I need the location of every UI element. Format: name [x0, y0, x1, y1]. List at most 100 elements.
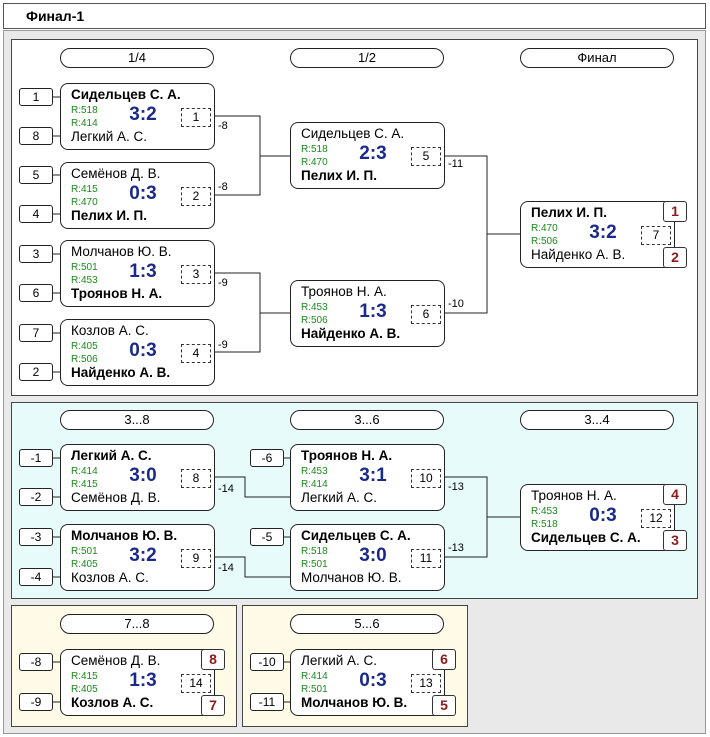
loser-destination: -9 [218, 277, 228, 289]
rating-top: R:501 [71, 262, 98, 273]
rating-top: R:518 [301, 144, 328, 155]
match-number: 13 [411, 674, 441, 693]
player-top: Пелих И. П. [531, 205, 608, 220]
player-top: Сидельцев С. А. [301, 528, 411, 543]
player-bottom: Козлов А. С. [71, 570, 149, 585]
loser-destination: -8 [218, 120, 228, 132]
match-card[interactable]: Семёнов Д. В. R:415 R:470 0:3 2 Пелих И.… [60, 162, 215, 229]
match-number: 7 [641, 226, 671, 245]
rating-top: R:415 [71, 671, 98, 682]
match-number: 10 [411, 469, 441, 488]
match-number: 4 [181, 344, 211, 363]
rating-top: R:414 [71, 466, 98, 477]
window-title-bar: Финал-1 [3, 3, 706, 29]
rating-bottom: R:405 [71, 684, 98, 695]
loser-destination: -13 [448, 481, 464, 493]
rating-bottom: R:453 [71, 275, 98, 286]
match-card[interactable]: Семёнов Д. В. R:415 R:405 1:3 14 Козлов … [60, 649, 215, 716]
match-card[interactable]: Троянов Н. А. R:453 R:518 0:3 12 Сидельц… [520, 484, 675, 551]
rating-bottom: R:414 [71, 118, 98, 129]
match-card[interactable]: Сидельцев С. А. R:518 R:414 3:2 1 Легкий… [60, 83, 215, 150]
match-card[interactable]: Легкий А. С. R:414 R:501 0:3 13 Молчанов… [290, 649, 445, 716]
player-top: Молчанов Ю. В. [71, 528, 178, 543]
loser-destination: -14 [218, 483, 234, 495]
match-number: 9 [181, 549, 211, 568]
place-badge: 2 [663, 247, 687, 268]
match-number: 12 [641, 509, 671, 528]
match-card[interactable]: Троянов Н. А. R:453 R:506 1:3 6 Найденко… [290, 280, 445, 347]
match-card[interactable]: Сидельцев С. А. R:518 R:501 3:0 11 Молча… [290, 524, 445, 591]
rating-bottom: R:501 [301, 559, 328, 570]
loser-destination: -11 [448, 158, 464, 170]
player-bottom: Легкий А. С. [71, 129, 148, 144]
place-badge: 3 [663, 530, 687, 551]
loser-seed-box: -5 [250, 528, 284, 546]
loser-seed-box: -8 [19, 653, 53, 671]
match-number: 3 [181, 265, 211, 284]
player-top: Троянов Н. А. [531, 488, 617, 503]
match-card[interactable]: Легкий А. С. R:414 R:415 3:0 8 Семёнов Д… [60, 444, 215, 511]
rating-top: R:518 [301, 546, 328, 557]
match-score: 1:3 [129, 261, 157, 282]
match-number: 14 [181, 674, 211, 693]
player-top: Сидельцев С. А. [301, 126, 405, 141]
match-card[interactable]: Козлов А. С. R:405 R:506 0:3 4 Найденко … [60, 319, 215, 386]
match-score: 0:3 [129, 340, 157, 361]
rating-top: R:470 [531, 223, 558, 234]
rating-top: R:453 [301, 302, 328, 313]
match-card-final[interactable]: Пелих И. П. R:470 R:506 3:2 7 Найденко А… [520, 201, 675, 268]
player-top: Семёнов Д. В. [71, 653, 161, 668]
seed-box: 6 [19, 284, 53, 302]
rating-top: R:414 [301, 671, 328, 682]
player-bottom: Пелих И. П. [71, 208, 148, 223]
match-score: 2:3 [359, 143, 387, 164]
match-score: 3:0 [359, 545, 387, 566]
player-bottom: Найденко А. В. [71, 365, 171, 380]
match-score: 3:2 [129, 545, 157, 566]
loser-seed-box: -9 [19, 693, 53, 711]
round-label-3-4: 3...4 [520, 410, 674, 430]
player-top: Легкий А. С. [301, 653, 378, 668]
player-bottom: Сидельцев С. А. [531, 530, 641, 545]
player-bottom: Легкий А. С. [301, 490, 378, 505]
player-top: Молчанов Ю. В. [71, 244, 172, 259]
match-card[interactable]: Молчанов Ю. В. R:501 R:453 1:3 3 Троянов… [60, 240, 215, 307]
loser-seed-box: -10 [250, 653, 284, 671]
loser-destination: -9 [218, 339, 228, 351]
player-bottom: Молчанов Ю. В. [301, 570, 402, 585]
seed-box: 5 [19, 166, 53, 184]
seed-box: 2 [19, 363, 53, 381]
player-bottom: Троянов Н. А. [71, 286, 163, 301]
player-top: Козлов А. С. [71, 323, 149, 338]
seed-box: 1 [19, 88, 53, 106]
rating-bottom: R:506 [71, 354, 98, 365]
loser-seed-box: -6 [250, 449, 284, 467]
match-card[interactable]: Молчанов Ю. В. R:501 R:405 3:2 9 Козлов … [60, 524, 215, 591]
player-top: Сидельцев С. А. [71, 87, 181, 102]
rating-top: R:415 [71, 184, 98, 195]
round-label-semifinal: 1/2 [290, 48, 444, 68]
player-top: Троянов Н. А. [301, 448, 393, 463]
match-score: 0:3 [589, 505, 617, 526]
match-number: 11 [411, 549, 441, 568]
match-number: 2 [181, 187, 211, 206]
place-badge: 6 [432, 649, 456, 670]
seed-box: 4 [19, 205, 53, 223]
rating-top: R:453 [531, 506, 558, 517]
match-number: 6 [411, 305, 441, 324]
player-bottom: Семёнов Д. В. [71, 490, 161, 505]
player-bottom: Пелих И. П. [301, 168, 378, 183]
loser-destination: -14 [218, 562, 234, 574]
match-score: 0:3 [129, 183, 157, 204]
player-bottom: Найденко А. В. [301, 326, 401, 341]
seed-box: 7 [19, 324, 53, 342]
player-top: Легкий А. С. [71, 448, 152, 463]
match-card[interactable]: Троянов Н. А. R:453 R:414 3:1 10 Легкий … [290, 444, 445, 511]
player-top: Семёнов Д. В. [71, 166, 161, 181]
match-score: 1:3 [359, 301, 387, 322]
rating-bottom: R:415 [71, 479, 98, 490]
rating-bottom: R:501 [301, 684, 328, 695]
match-card[interactable]: Сидельцев С. А. R:518 R:470 2:3 5 Пелих … [290, 122, 445, 189]
loser-seed-box: -11 [250, 693, 284, 711]
